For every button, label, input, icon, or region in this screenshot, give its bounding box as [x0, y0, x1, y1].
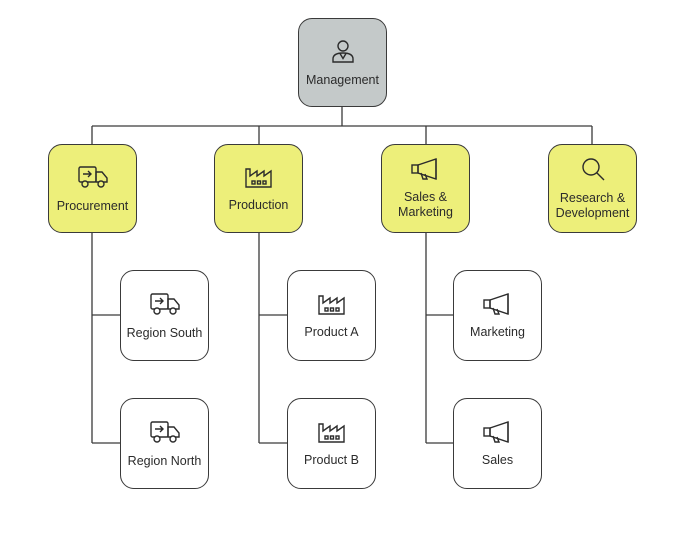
- product-a-label: Product A: [304, 324, 359, 339]
- management-node: Management: [298, 18, 387, 107]
- procurement-node: Procurement: [48, 144, 137, 233]
- marketing-node: Marketing: [453, 270, 542, 361]
- marketing-label: Marketing: [470, 324, 525, 339]
- factory-icon: [317, 292, 347, 320]
- production-label: Production: [228, 197, 289, 212]
- factory-icon: [317, 420, 347, 448]
- sales-marketing-node: Sales & Marketing: [381, 144, 470, 233]
- person-icon: [330, 38, 356, 68]
- megaphone-icon: [410, 157, 442, 185]
- production-node: Production: [214, 144, 303, 233]
- delivery-truck-icon: [77, 164, 109, 194]
- megaphone-icon: [482, 420, 514, 448]
- region-north-node: Region North: [120, 398, 209, 489]
- procurement-label: Procurement: [56, 198, 129, 213]
- research-development-label: Research & Development: [555, 191, 630, 220]
- research-development-node: Research & Development: [548, 144, 637, 233]
- region-north-label: Region North: [127, 453, 202, 468]
- management-label: Management: [306, 72, 379, 87]
- magnifier-icon: [579, 156, 607, 186]
- sales-marketing-label: Sales & Marketing: [398, 190, 453, 219]
- region-south-label: Region South: [126, 325, 203, 340]
- delivery-truck-icon: [149, 291, 181, 321]
- delivery-truck-icon: [149, 419, 181, 449]
- sales-label: Sales: [481, 452, 514, 467]
- product-b-label: Product B: [304, 452, 359, 467]
- megaphone-icon: [482, 292, 514, 320]
- factory-icon: [244, 165, 274, 193]
- region-south-node: Region South: [120, 270, 209, 361]
- sales-node: Sales: [453, 398, 542, 489]
- product-b-node: Product B: [287, 398, 376, 489]
- product-a-node: Product A: [287, 270, 376, 361]
